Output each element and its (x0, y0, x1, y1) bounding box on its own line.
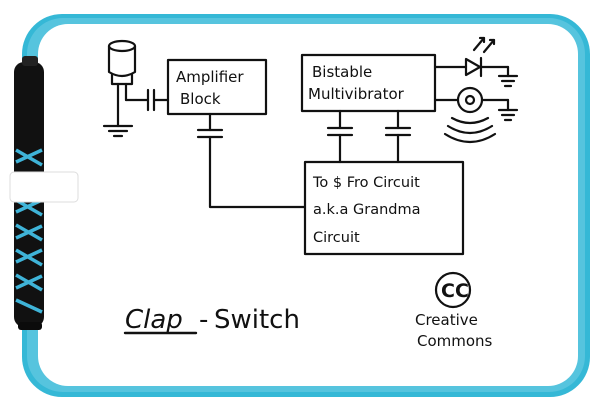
cc-logo: CC (441, 280, 469, 302)
led-icon (433, 36, 519, 88)
ground-icon (102, 124, 134, 138)
multivibrator-block (300, 53, 437, 113)
whiteboard-marker-icon (9, 56, 79, 330)
flipflop-label-line3: Circuit (313, 230, 360, 246)
amplifier-label-line1: Amplifier (176, 68, 244, 86)
amplifier-block (166, 58, 268, 116)
license-line2: Commons (417, 332, 493, 350)
title-dash: - (199, 305, 208, 335)
buzzer-icon (433, 86, 519, 144)
whiteboard-surface (38, 24, 578, 386)
flipflop-label-line1: To $ Fro Circuit (312, 175, 420, 191)
title-switch: Switch (214, 305, 300, 335)
flipflop-label-line2: a.k.a Grandma (313, 202, 420, 218)
multivibrator-label-line1: Bistable (312, 63, 372, 81)
amplifier-label-line2: Block (180, 90, 221, 108)
flipflop-block (303, 160, 465, 256)
microphone-icon (107, 39, 137, 128)
license-line1: Creative (415, 311, 478, 329)
multivibrator-label-line2: Multivibrator (308, 85, 405, 103)
title-clap: Clap (125, 305, 183, 335)
